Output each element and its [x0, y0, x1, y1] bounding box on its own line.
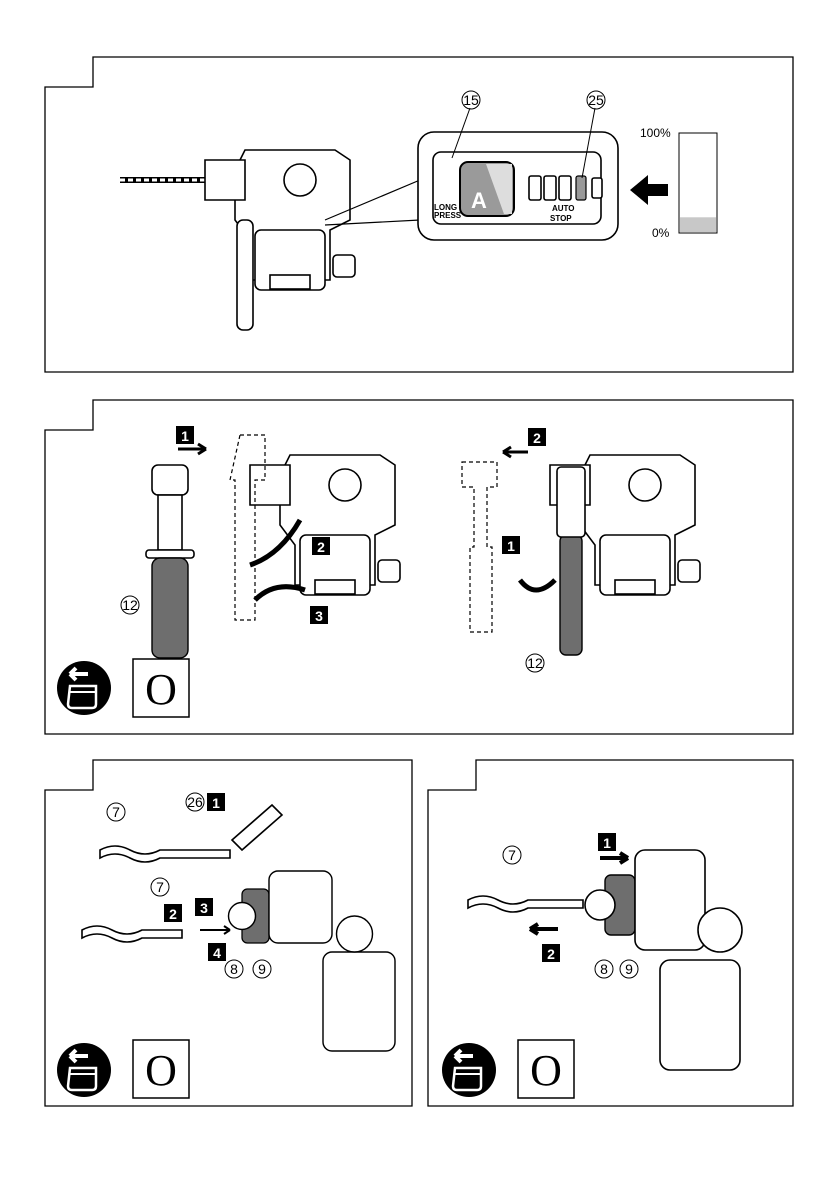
- drill-bit-illustration: [82, 926, 182, 942]
- svg-text:3: 3: [315, 608, 323, 624]
- step-2-badge: 2: [542, 944, 560, 962]
- callout-7: 7: [508, 847, 516, 863]
- callout-7: 7: [156, 879, 164, 895]
- step-2-badge: 2: [164, 904, 182, 922]
- svg-text:2: 2: [547, 946, 555, 962]
- control-panel-display: A LONG PRESS AUTO STOP 15 25: [418, 91, 618, 240]
- stop-label: STOP: [550, 214, 572, 223]
- battery-remove-icon: [57, 1043, 111, 1097]
- step-1-badge: 1: [598, 833, 616, 851]
- gauge-top-label: 100%: [640, 126, 671, 140]
- svg-text:1: 1: [181, 428, 189, 444]
- step-2-badge: 2: [528, 428, 546, 446]
- step-2-badge: 2: [312, 537, 330, 555]
- battery-remove-icon: [57, 661, 111, 715]
- step-1-badge: 1: [502, 536, 520, 554]
- off-symbol: O: [530, 1046, 562, 1095]
- panel-3-bit-install: 7 26 7 8 9 1 2 3 4 O: [45, 760, 412, 1106]
- svg-text:2: 2: [317, 539, 325, 555]
- callout-25: 25: [588, 92, 604, 108]
- panel-4-bit-remove: 1 2 7 8 9 O: [428, 760, 793, 1106]
- press-label: PRESS: [434, 211, 462, 220]
- off-symbol: O: [145, 665, 177, 714]
- step-3-badge: 3: [310, 606, 328, 624]
- battery-gauge: 100% 0%: [640, 126, 717, 240]
- mode-letter: A: [471, 188, 487, 213]
- svg-text:1: 1: [507, 538, 515, 554]
- svg-text:1: 1: [212, 795, 220, 811]
- rotary-hammer-illustration: [120, 150, 420, 330]
- callout-12: 12: [122, 597, 138, 613]
- gauge-bottom-label: 0%: [652, 226, 670, 240]
- svg-text:2: 2: [533, 430, 541, 446]
- hammer-front-illustration: [585, 850, 742, 1070]
- battery-indicator-lamp: [576, 176, 586, 200]
- svg-text:2: 2: [169, 906, 177, 922]
- hammer-front-illustration: [229, 871, 396, 1051]
- step-4-badge: 4: [208, 943, 226, 961]
- callout-15: 15: [463, 92, 479, 108]
- step-1-badge: 1: [207, 793, 225, 811]
- hammer-illustration-left: [250, 455, 400, 595]
- callout-7: 7: [112, 804, 120, 820]
- svg-text:4: 4: [213, 945, 221, 961]
- panel-1-battery-indicator: A LONG PRESS AUTO STOP 15 25 100% 0%: [45, 57, 793, 372]
- callout-9: 9: [625, 961, 633, 977]
- callout-26: 26: [187, 794, 203, 810]
- step-3-badge: 3: [195, 898, 213, 916]
- callout-8: 8: [230, 961, 238, 977]
- callout-9: 9: [258, 961, 266, 977]
- off-symbol: O: [145, 1046, 177, 1095]
- arrow-left-icon: [630, 175, 668, 205]
- side-handle-illustration: [146, 465, 194, 658]
- gauge-fill: [680, 217, 716, 232]
- battery-remove-icon: [442, 1043, 496, 1097]
- grease-tube-illustration: [232, 805, 282, 850]
- callout-8: 8: [600, 961, 608, 977]
- drill-bit-illustration: [100, 846, 230, 862]
- svg-text:3: 3: [200, 900, 208, 916]
- panel-2-side-handle: 12 1 2 3 2 1 12 O: [45, 400, 793, 734]
- drill-bit-illustration: [468, 896, 583, 912]
- svg-text:1: 1: [603, 835, 611, 851]
- step-1-badge: 1: [176, 426, 194, 444]
- auto-label: AUTO: [552, 204, 575, 213]
- callout-12: 12: [527, 655, 543, 671]
